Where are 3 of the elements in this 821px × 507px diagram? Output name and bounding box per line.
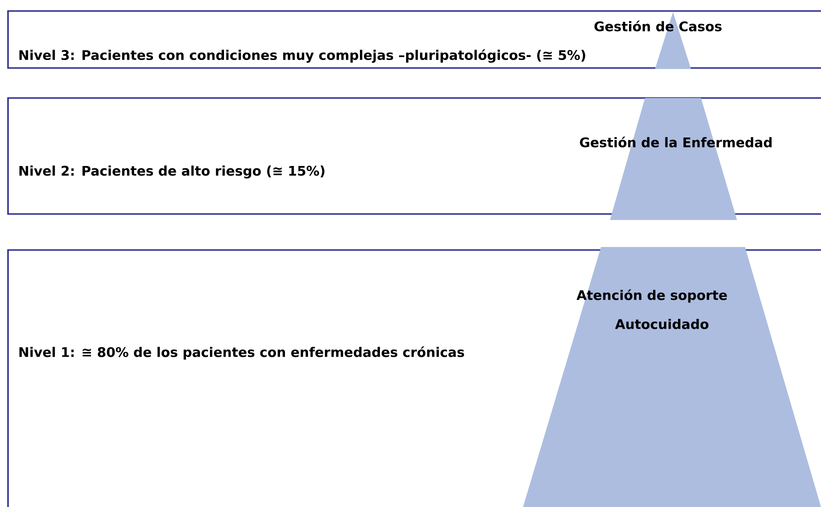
pyramid-section: Gestión de Casos [594, 12, 722, 69]
pyramid-section: Gestión de la Enfermedad [580, 98, 772, 220]
pyramid-section: Atención de soporte Autocuidado [523, 247, 821, 507]
